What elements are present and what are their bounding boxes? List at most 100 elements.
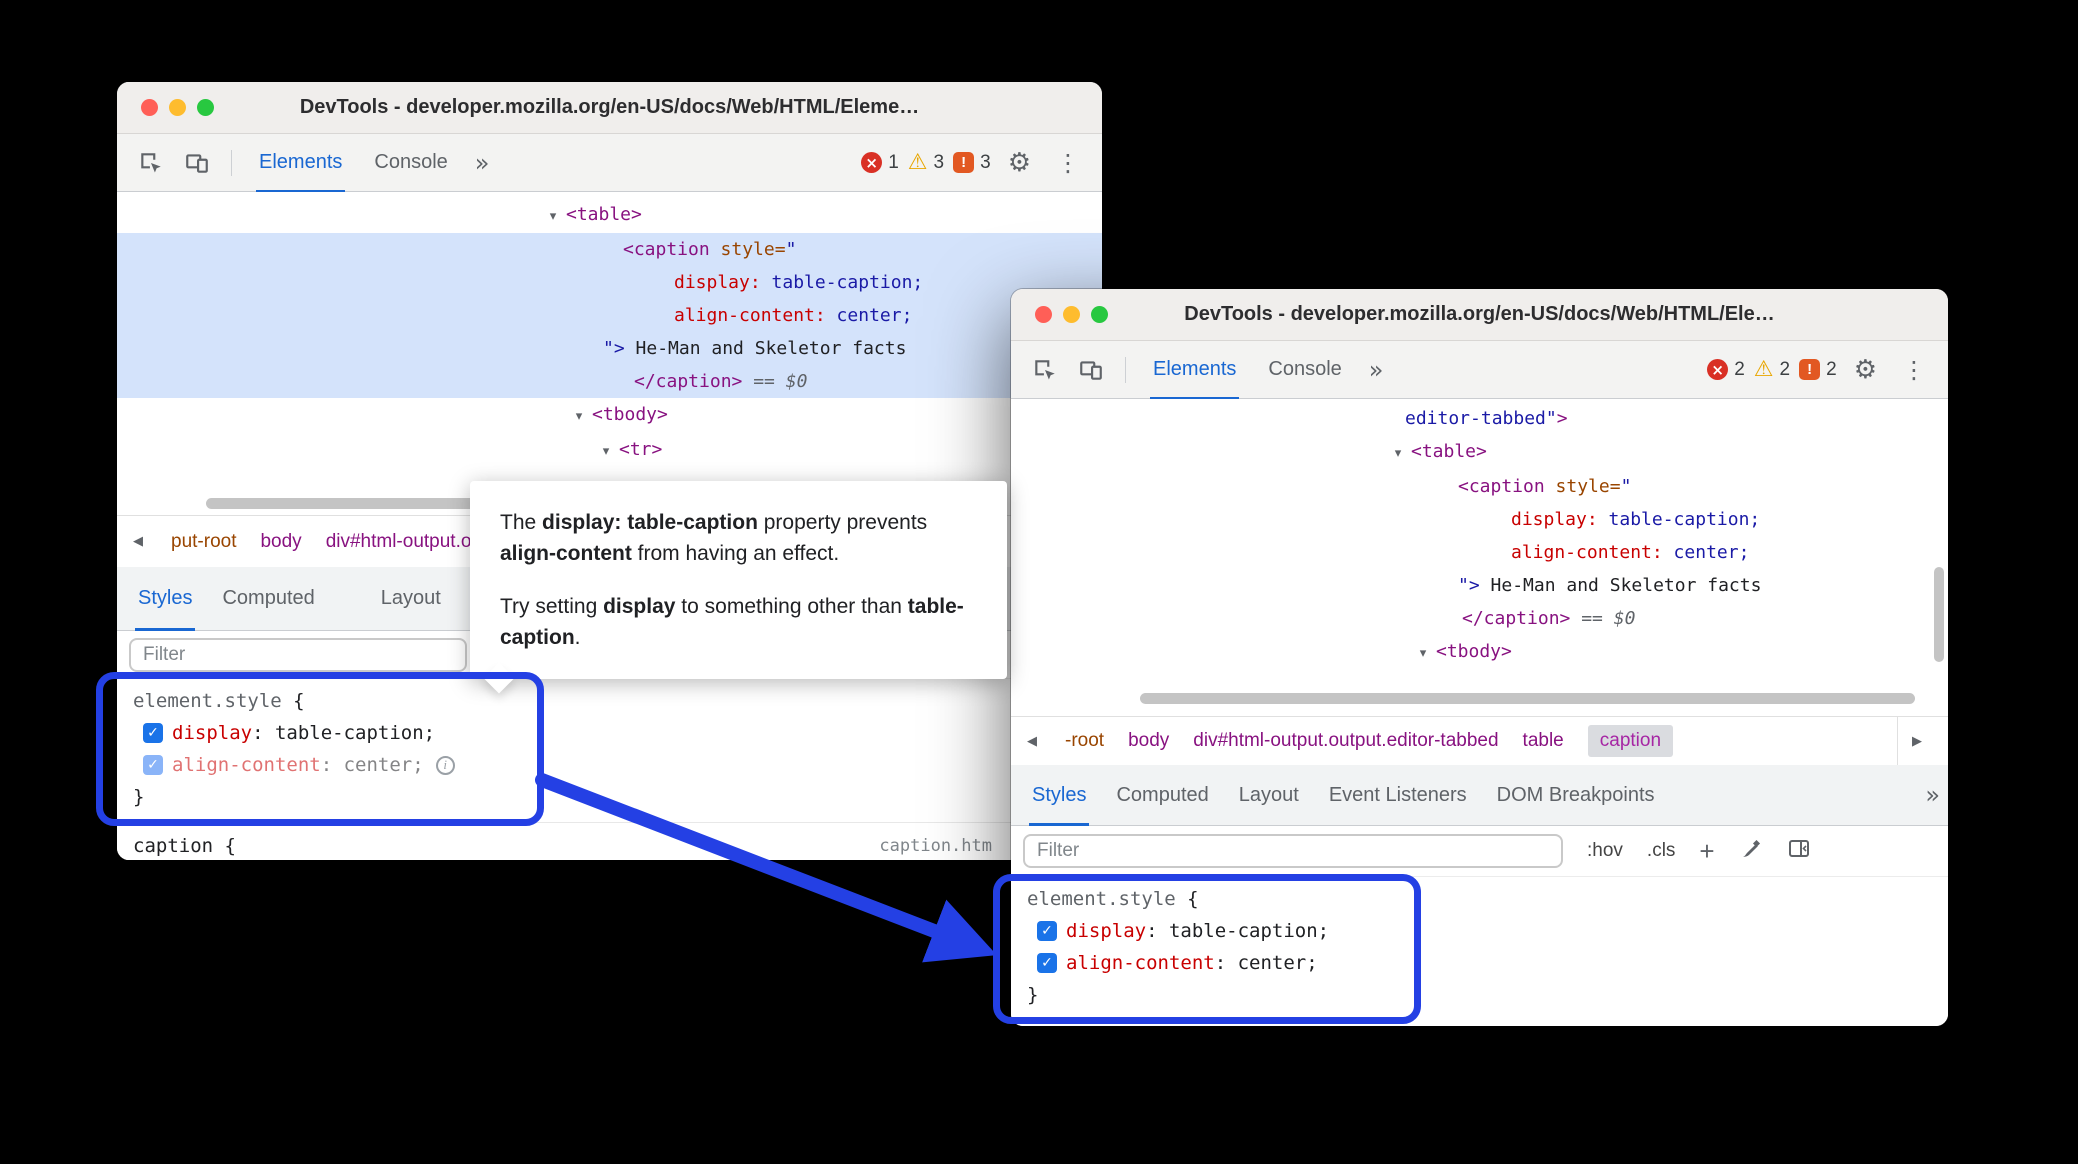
- breadcrumb-item[interactable]: table: [1522, 730, 1564, 751]
- styles-filter-bar: [117, 631, 1102, 679]
- device-toolbar-icon[interactable]: [1071, 350, 1111, 390]
- tree-node-tbody[interactable]: ▾<tbody>: [117, 398, 1102, 433]
- expand-arrow-icon[interactable]: ▾: [1419, 646, 1427, 661]
- zoom-button[interactable]: [197, 99, 214, 116]
- status-badges: ×1 ⚠3 !3 ⚙ ⋮: [861, 148, 1088, 178]
- breadcrumb-item[interactable]: body: [260, 530, 302, 552]
- tab-console[interactable]: Console: [1268, 358, 1342, 380]
- settings-gear-icon[interactable]: ⚙: [1007, 147, 1031, 178]
- breadcrumb-item[interactable]: put-root: [171, 530, 237, 552]
- tree-node-caption[interactable]: <caption style=": [1458, 476, 1632, 497]
- tree-attr-continuation[interactable]: editor-tabbed">: [1405, 408, 1568, 429]
- elements-tree: editor-tabbed"> ▾<table> <caption style=…: [1011, 399, 1948, 716]
- rendering-emulation-icon[interactable]: [1739, 837, 1763, 866]
- issues-icon: !: [953, 152, 975, 173]
- close-button[interactable]: [141, 99, 158, 116]
- style-rule-display[interactable]: ✓display: table-caption;: [117, 717, 1102, 749]
- checkbox-align-content[interactable]: ✓: [1037, 953, 1057, 973]
- tab-event-listeners[interactable]: Event Listeners: [1328, 783, 1467, 806]
- issues-badge[interactable]: !3: [953, 152, 991, 174]
- toggle-sidebar-icon[interactable]: [1787, 837, 1811, 866]
- tree-node-tbody[interactable]: ▾<tbody>: [1011, 635, 1948, 670]
- styles-filter-input[interactable]: [1023, 834, 1563, 868]
- breadcrumb-item[interactable]: -root: [1065, 730, 1105, 751]
- styles-pane: element.style { ✓display: table-caption;…: [1011, 877, 1948, 1026]
- tab-dom-breakpoints[interactable]: DOM Breakpoints: [1496, 783, 1655, 806]
- vertical-scrollbar[interactable]: [1934, 567, 1944, 662]
- breadcrumb-item[interactable]: div#html-output.output.editor-tabbed: [1193, 730, 1499, 751]
- tab-computed[interactable]: Computed: [222, 587, 315, 609]
- kebab-menu-icon[interactable]: ⋮: [1056, 148, 1080, 177]
- horizontal-scrollbar[interactable]: [1140, 693, 1915, 704]
- breadcrumb-forward[interactable]: ▶: [1897, 717, 1936, 765]
- checkbox-display[interactable]: ✓: [1037, 921, 1057, 941]
- styles-filter-input[interactable]: [129, 637, 467, 672]
- expand-arrow-icon[interactable]: ▾: [549, 209, 557, 224]
- error-badge[interactable]: ×1: [861, 152, 899, 174]
- expand-arrow-icon[interactable]: ▾: [1394, 446, 1402, 461]
- element-style-selector[interactable]: element.style {: [1027, 888, 1199, 910]
- error-badge[interactable]: ×2: [1707, 359, 1745, 381]
- tab-styles[interactable]: Styles: [1017, 765, 1101, 826]
- selected-tree-node-caption[interactable]: <caption style=" display: table-caption;…: [117, 233, 1102, 398]
- breadcrumb-back-icon[interactable]: ◀: [133, 534, 143, 549]
- checkbox-display[interactable]: ✓: [143, 723, 163, 743]
- tooltip: The display: table-caption property prev…: [470, 481, 1007, 694]
- more-panels-icon[interactable]: »: [1368, 355, 1384, 384]
- styles-pane: element.style { ✓display: table-caption;…: [117, 679, 1102, 860]
- warning-badge[interactable]: ⚠3: [908, 151, 945, 174]
- issues-badge[interactable]: !2: [1799, 359, 1837, 381]
- minimize-button[interactable]: [1063, 306, 1080, 323]
- zoom-button[interactable]: [1091, 306, 1108, 323]
- inspect-element-icon[interactable]: [1025, 350, 1065, 390]
- tab-layout[interactable]: Layout: [380, 587, 441, 609]
- more-tabs-icon[interactable]: »: [1925, 781, 1940, 809]
- tree-node-table[interactable]: ▾<table>: [1011, 435, 1948, 470]
- inspect-element-icon[interactable]: [131, 143, 171, 183]
- tree-style-align[interactable]: align-content: center;: [1511, 542, 1750, 563]
- window-title: DevTools - developer.mozilla.org/en-US/d…: [299, 96, 920, 118]
- device-toolbar-icon[interactable]: [177, 143, 217, 183]
- expand-arrow-icon[interactable]: ▾: [575, 409, 583, 424]
- info-icon[interactable]: i: [435, 755, 455, 775]
- settings-gear-icon[interactable]: ⚙: [1853, 354, 1877, 385]
- warning-icon: ⚠: [1753, 356, 1774, 382]
- caption-rule[interactable]: caption {caption.htm: [117, 830, 1102, 860]
- kebab-menu-icon[interactable]: ⋮: [1902, 355, 1926, 384]
- new-style-rule-icon[interactable]: +: [1699, 836, 1715, 866]
- styles-filter-bar: :hov .cls +: [1011, 826, 1948, 877]
- close-button[interactable]: [1035, 306, 1052, 323]
- tab-elements[interactable]: Elements: [1140, 341, 1249, 400]
- warning-count: 3: [933, 151, 945, 173]
- tooltip-paragraph: The display: table-caption property prev…: [500, 511, 928, 565]
- breadcrumb-item-selected[interactable]: caption: [1587, 725, 1674, 757]
- toolbar-divider: [1125, 356, 1126, 383]
- style-rule-align-content[interactable]: ✓align-content: center;: [1011, 947, 1948, 979]
- checkbox-align-content[interactable]: ✓: [143, 755, 163, 775]
- tab-computed[interactable]: Computed: [1116, 783, 1209, 806]
- expand-arrow-icon[interactable]: ▾: [602, 444, 610, 459]
- minimize-button[interactable]: [169, 99, 186, 116]
- tree-style-display[interactable]: display: table-caption;: [1511, 509, 1761, 530]
- style-rule-display[interactable]: ✓display: table-caption;: [1011, 915, 1948, 947]
- issues-count: 3: [980, 151, 991, 173]
- tree-caption-text[interactable]: "> He-Man and Skeletor facts: [1458, 575, 1762, 596]
- tree-node-tr[interactable]: ▾<tr>: [117, 433, 1102, 468]
- hover-state-toggle[interactable]: :hov: [1587, 840, 1623, 861]
- element-class-toggle[interactable]: .cls: [1646, 840, 1676, 861]
- more-panels-icon[interactable]: »: [474, 148, 490, 177]
- tab-styles[interactable]: Styles: [123, 567, 207, 631]
- tree-node-table[interactable]: ▾<table>: [117, 198, 1102, 233]
- breadcrumb-back-icon[interactable]: ◀: [1027, 733, 1037, 749]
- warning-badge[interactable]: ⚠2: [1753, 356, 1790, 382]
- tab-elements[interactable]: Elements: [246, 134, 355, 193]
- error-count: 1: [888, 151, 899, 173]
- closing-brace: }: [133, 786, 145, 808]
- element-style-selector[interactable]: element.style {: [133, 690, 305, 712]
- style-rule-align-content[interactable]: ✓align-content: center;i: [117, 749, 1102, 781]
- tab-layout[interactable]: Layout: [1238, 783, 1299, 806]
- tab-console[interactable]: Console: [374, 151, 448, 173]
- breadcrumb: ◀ -root body div#html-output.output.edit…: [1011, 716, 1948, 765]
- tree-caption-close[interactable]: </caption> == $0: [1462, 608, 1636, 629]
- breadcrumb-item[interactable]: body: [1128, 730, 1170, 751]
